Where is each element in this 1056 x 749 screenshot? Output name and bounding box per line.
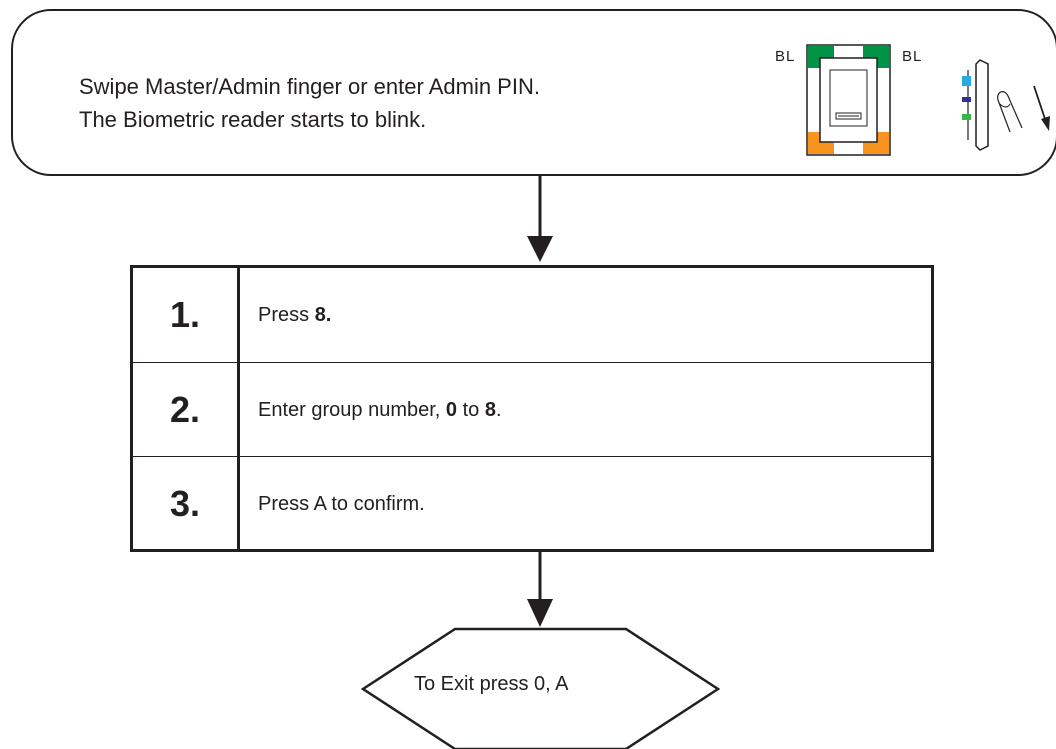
exit-label: To Exit press 0, A xyxy=(414,673,569,695)
step-text-part: Enter group number, xyxy=(258,398,446,421)
instruction-text: Swipe Master/Admin finger or enter Admin… xyxy=(79,70,540,136)
step-text-part: Press xyxy=(258,303,315,326)
step-text: Enter group number, 0 to 8. xyxy=(258,363,502,457)
step-text-key: 0 xyxy=(445,398,458,421)
finger-swipe-icon xyxy=(962,59,1050,151)
reader-label-left: BL xyxy=(775,48,796,65)
step-row: 1. Press 8. xyxy=(133,268,931,362)
reader-label-right: BL xyxy=(902,48,923,65)
connector-arrow-top xyxy=(527,176,553,262)
step-text-part: to xyxy=(457,398,485,421)
step-row: 3. Press A to confirm. xyxy=(133,456,931,551)
step-number: 3. xyxy=(169,483,201,524)
step-text-key: 8. xyxy=(314,303,332,326)
step-text-part: Press A to confirm. xyxy=(258,492,425,515)
biometric-reader-icon xyxy=(806,44,891,156)
steps-table: 1. Press 8. 2. Enter group number, 0 to … xyxy=(130,265,934,552)
instruction-line-1: Swipe Master/Admin finger or enter Admin… xyxy=(79,74,540,99)
step-row: 2. Enter group number, 0 to 8. xyxy=(133,362,931,457)
step-number: 2. xyxy=(169,389,201,430)
column-divider xyxy=(237,268,240,549)
step-text-key: 8 xyxy=(484,398,496,421)
exit-hexagon xyxy=(360,627,721,749)
step-text-part: . xyxy=(495,398,502,421)
connector-arrow-bottom xyxy=(527,552,553,627)
step-number: 1. xyxy=(169,294,201,335)
instruction-line-2: The Biometric reader starts to blink. xyxy=(79,107,427,132)
step-text: Press 8. xyxy=(258,268,331,362)
step-text: Press A to confirm. xyxy=(258,457,425,551)
